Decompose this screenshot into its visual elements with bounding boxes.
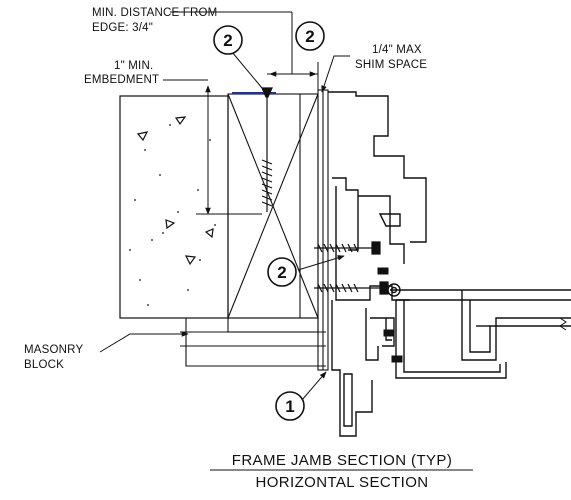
small-fasteners	[377, 267, 403, 363]
masonry-label-line2: BLOCK	[24, 359, 64, 371]
embedment-label-line1: 1" MIN.	[114, 60, 154, 72]
screw-vertical	[261, 87, 273, 212]
callout-text-2-right: 2	[305, 27, 314, 46]
drawing-subtitle: HORIZONTAL SECTION	[255, 474, 429, 491]
callout-text-2-left: 2	[223, 31, 232, 50]
shim-label-line1: 1/4" MAX	[372, 44, 422, 56]
sill-lines	[180, 318, 326, 367]
shim	[317, 89, 329, 371]
embedment-dimension	[163, 79, 262, 215]
callout-text-1: 1	[285, 397, 294, 416]
embedment-label-line2: EMBEDMENT	[84, 74, 160, 86]
masonry-label-line1: MASONRY	[24, 344, 84, 356]
masonry-stipple	[129, 124, 216, 306]
drawing-title: FRAME JAMB SECTION (TYP)	[231, 452, 453, 469]
min-distance-label-line1: MIN. DISTANCE FROM	[92, 7, 218, 19]
callout-circle-1	[275, 391, 305, 421]
window-frame-profile	[328, 91, 571, 437]
callout-bubbles: 2 2 2 1	[213, 21, 325, 421]
screw-lower	[314, 281, 389, 295]
shim-label-line2: SHIM SPACE	[355, 59, 428, 71]
wood-buck	[227, 93, 319, 333]
callout-leaders	[99, 51, 345, 401]
callout-circle-2-left	[213, 25, 243, 55]
masonry-block	[119, 95, 229, 319]
screw-upper	[314, 241, 381, 255]
shim-leader	[321, 55, 350, 93]
callout-circle-2-right	[295, 21, 325, 51]
callout-circle-2-middle	[267, 257, 297, 287]
callout-text-2-middle: 2	[277, 263, 286, 282]
min-distance-label-line2: EDGE: 3/4"	[92, 22, 154, 34]
edge-distance-dimension	[170, 11, 319, 92]
